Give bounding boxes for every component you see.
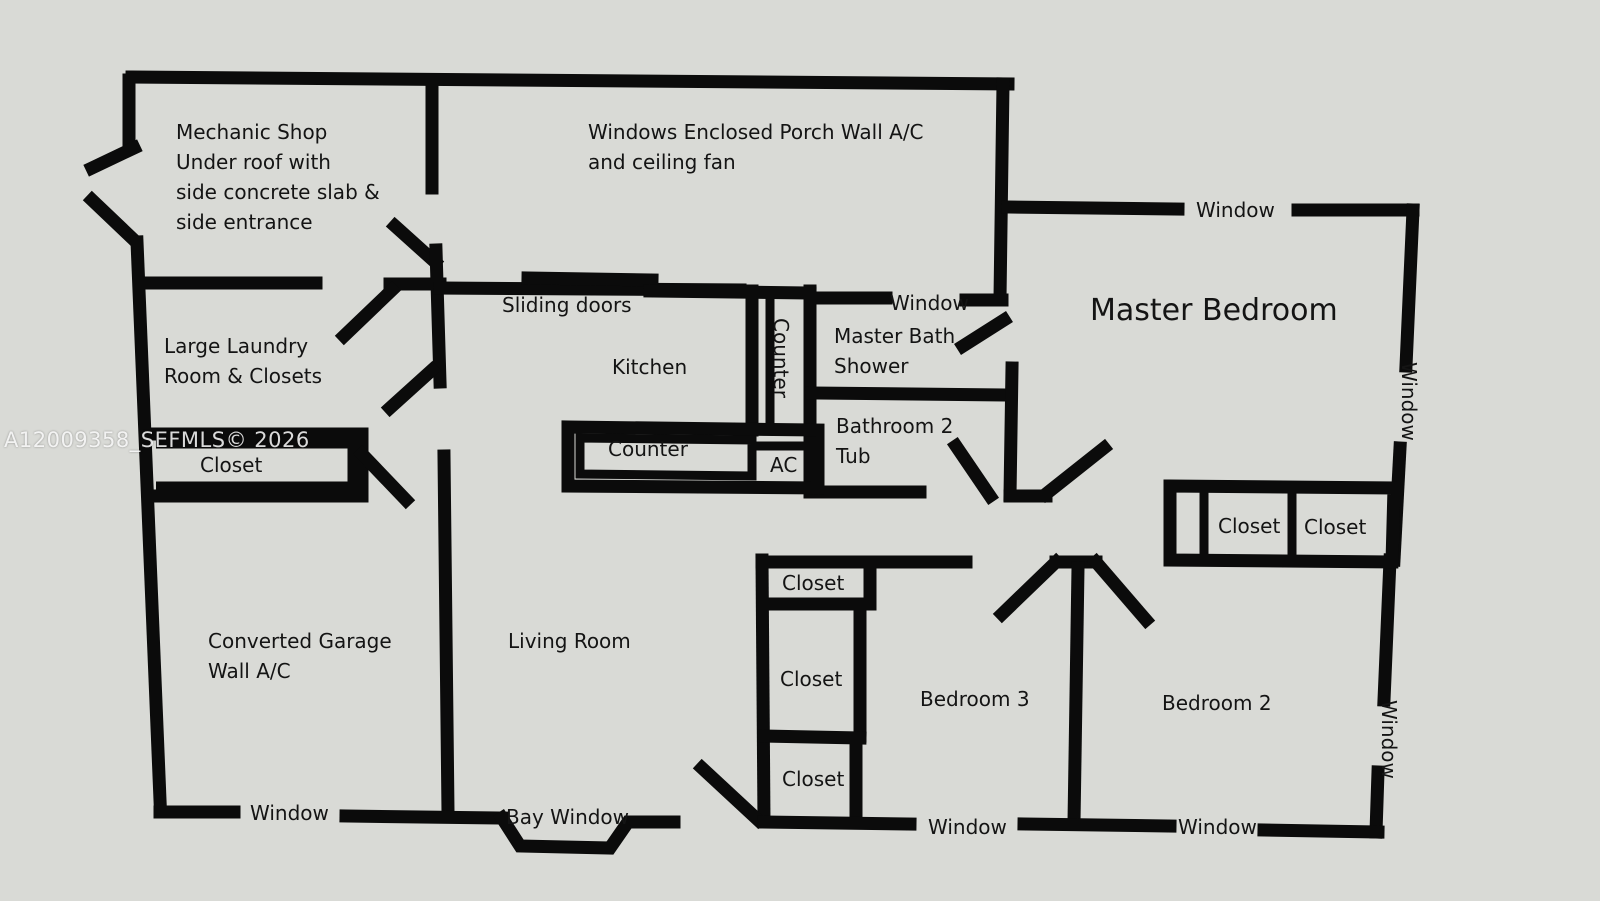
wall-garage-bottom-right (339, 809, 509, 825)
wall-laundry-closet-door (352, 444, 416, 510)
wall-b3-closet-top-box (757, 555, 877, 611)
wall-b3-closet-door (692, 758, 768, 830)
label-closet-b3-bottom: Closet (782, 767, 845, 791)
room-bedroom2: Bedroom 2 (1162, 691, 1272, 715)
wall-bath-divider (805, 386, 1017, 402)
wall-right-upper (1399, 203, 1420, 373)
watermark-text: A12009358_SEFMLS© 2026 (4, 428, 310, 452)
wall-master-closets-outer (1163, 479, 1401, 569)
room-bedroom3: Bedroom 3 (920, 687, 1030, 711)
wall-kitchen-counter-outer (561, 420, 825, 495)
bathroom2-line1: Bathroom 2 (836, 414, 954, 438)
wall-bath-vertical (1003, 361, 1019, 502)
label-window-bedroom2-right: Window (1377, 700, 1401, 779)
room-kitchen: Kitchen (612, 355, 688, 379)
garage-line1: Converted Garage (208, 629, 392, 653)
wall-top (125, 70, 1015, 91)
wall-b3-b2-divider (1067, 561, 1085, 829)
room-master-bedroom: Master Bedroom (1090, 293, 1338, 328)
porch-line2: and ceiling fan (588, 150, 736, 174)
room-porch: Windows Enclosed Porch Wall A/C and ceil… (588, 117, 924, 177)
wall-master-door (1036, 438, 1114, 504)
wall-b2-door (1086, 552, 1156, 630)
wall-laundry-door2 (380, 360, 442, 418)
wall-laundry-vertical (429, 243, 447, 389)
wall-b3-closet-mid-bottom (757, 729, 867, 745)
bathroom2-line2: Tub (836, 444, 871, 468)
wall-master-bath-door (954, 311, 1013, 355)
room-bathroom2: Bathroom 2 Tub (836, 411, 953, 471)
label-closet-master-2: Closet (1304, 515, 1367, 539)
label-window-master-top: Window (1196, 198, 1275, 222)
room-mechanic-shop: Mechanic Shop Under roof with side concr… (176, 117, 380, 237)
wall-laundry-closet-inner (156, 439, 357, 491)
wall-b3-door-left (992, 552, 1066, 624)
porch-line1: Windows Enclosed Porch Wall A/C (588, 120, 924, 144)
mechanic-shop-line1: Mechanic Shop (176, 120, 328, 144)
wall-mechanic-door-upper (83, 139, 143, 177)
room-master-bath: Master Bath Shower (834, 321, 955, 381)
wall-sliding-door-panel (521, 271, 659, 287)
wall-kitchen-top (643, 284, 817, 300)
mechanic-shop-line2: Under roof with (176, 150, 331, 174)
label-closet-master-1: Closet (1218, 514, 1281, 538)
wall-mechanic-door-lower (82, 190, 144, 250)
mechanic-shop-line4: side entrance (176, 210, 313, 234)
wall-bath2-door (946, 436, 1000, 506)
wall-living-left (437, 449, 455, 819)
room-laundry: Large Laundry Room & Closets (164, 331, 322, 391)
room-converted-garage: Converted Garage Wall A/C (208, 626, 392, 686)
wall-bay-window (493, 809, 681, 855)
label-closet-b3-top: Closet (782, 571, 845, 595)
label-ac: AC (770, 453, 798, 477)
label-window-bay: Bay Window (506, 805, 630, 829)
label-window-bedroom2-bottom: Window (1178, 815, 1257, 839)
wall-b3-b2-bottom (1017, 817, 1177, 833)
master-bath-line2: Shower (834, 354, 909, 378)
wall-laundry-door-top (385, 216, 445, 272)
label-window-porch-lower: Window (890, 291, 969, 315)
wall-b2-bottom-right (1257, 823, 1385, 839)
label-sliding-doors: Sliding doors (502, 293, 632, 317)
wall-right-bottom (1369, 765, 1385, 839)
label-closet-b3-mid: Closet (780, 667, 843, 691)
wall-laundry-closet-outer (139, 427, 369, 503)
wall-b3-bottom (757, 815, 917, 831)
label-closet-laundry: Closet (200, 453, 263, 477)
label-counter-horizontal: Counter (608, 437, 688, 461)
label-window-garage-bottom: Window (250, 801, 329, 825)
wall-right-lower (1377, 553, 1397, 707)
wall-kitchen-counter-inner (575, 433, 757, 481)
mechanic-shop-line3: side concrete slab & (176, 180, 380, 204)
wall-porch-right (993, 77, 1010, 305)
label-window-master-right: Window (1397, 362, 1421, 441)
wall-master-top-left (1001, 200, 1185, 216)
master-bath-line1: Master Bath (834, 324, 956, 348)
wall-laundry-door1 (334, 280, 402, 346)
label-window-bedroom3-bottom: Window (928, 815, 1007, 839)
laundry-line1: Large Laundry (164, 334, 309, 358)
laundry-line2: Room & Closets (164, 364, 323, 388)
garage-line2: Wall A/C (208, 659, 291, 683)
wall-left (130, 235, 167, 807)
label-counter-vertical: Counter (769, 318, 793, 398)
room-living-room: Living Room (508, 629, 631, 653)
